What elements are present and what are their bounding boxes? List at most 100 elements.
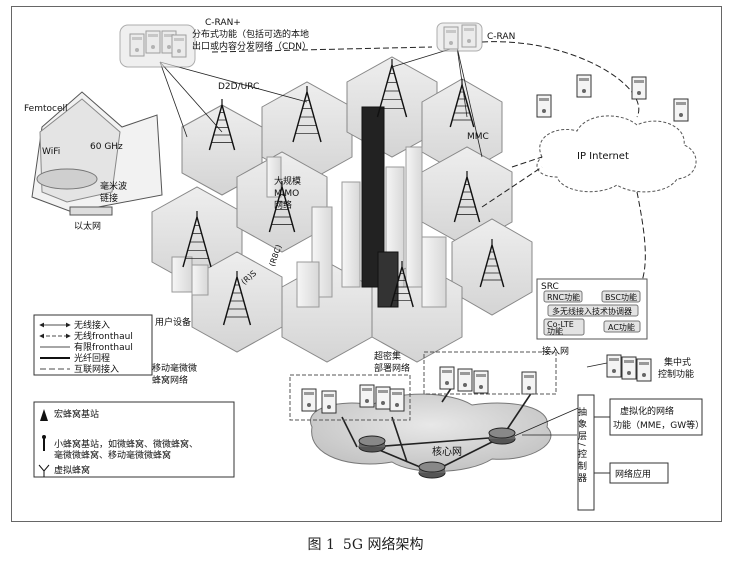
server-icon — [521, 371, 537, 395]
legend-label-fiber-backhaul: 光纤回程 — [74, 352, 110, 364]
virtual-fn-label-2: 功能（MME，GW等） — [613, 419, 704, 431]
server-icon — [301, 388, 317, 412]
d2d-label: D2D/URC — [218, 82, 259, 92]
diagram-canvas: IP Internet 核心网 C-RAN+ 分布式功能 — [24, 18, 704, 511]
wifi-label: WiFi — [42, 147, 60, 157]
building — [421, 236, 447, 308]
user-equipment-label: 用户设备 — [155, 316, 191, 328]
server-icon — [536, 94, 552, 118]
macro-towers — [182, 59, 505, 326]
figure-number: 图 1 — [307, 537, 335, 553]
building — [296, 261, 320, 308]
legend-icon-label-small: 毫微微蜂窝、移动毫微微蜂窝 — [54, 449, 171, 461]
central-ctrl-label-2: 控制功能 — [658, 368, 694, 380]
server-icon — [576, 74, 592, 98]
dense-deployment-boxes — [289, 351, 557, 421]
router-icon — [418, 461, 446, 479]
cran-plus-line2: 分布式功能（包括可选的本地 — [192, 28, 309, 40]
small-cell-icon — [42, 435, 46, 451]
mimo-label-3: 网络 — [274, 199, 292, 211]
server-icon — [606, 354, 622, 378]
mobile-femto-label-2: 蜂窝网络 — [152, 374, 188, 386]
bsc-label: BSC功能 — [605, 292, 637, 302]
coordinator-label: 多无线接入技术协调器 — [552, 306, 632, 316]
cran-plus-box — [119, 24, 196, 68]
virtual-cell-icon — [38, 464, 50, 477]
net-app-label: 网络应用 — [615, 468, 651, 480]
dense-label-1: 超密集 — [374, 350, 401, 362]
mobile-femto-label-1: 移动毫微微 — [152, 362, 197, 374]
macro-tower-icon — [222, 271, 252, 326]
building — [266, 156, 282, 198]
macro-tower-icon — [268, 181, 296, 233]
coltf-label-1: Co-LTE — [547, 320, 574, 329]
cran-label: C-RAN — [487, 32, 515, 42]
server-icon — [375, 386, 391, 410]
legend-label-internet-access: 互联网接入 — [74, 363, 119, 375]
abstraction-label: 抽象层/控制器 — [576, 406, 587, 485]
macro-tower-icon — [479, 239, 505, 288]
macro-tower-icon — [453, 171, 481, 223]
building — [171, 256, 193, 293]
cran-box — [436, 22, 483, 52]
macro-tower-icon — [376, 59, 408, 118]
building — [191, 264, 209, 296]
building — [341, 181, 361, 288]
femtocell-house — [31, 91, 163, 216]
server-icon — [636, 358, 652, 382]
coltf-label-2: 功能 — [547, 326, 563, 336]
legend-icon-label-macro: 宏蜂窝基站 — [54, 408, 99, 420]
server-icon — [389, 388, 405, 412]
city-buildings — [171, 106, 447, 308]
legend-label-wireless-access: 无线接入 — [74, 319, 110, 331]
figure-title: 5G 网络架构 — [342, 537, 424, 553]
abstraction-layer: 抽象层/控制器 虚拟化的网络 功能（MME，GW等） 网络应用 — [576, 394, 704, 511]
ghz60-label: 60 GHz — [90, 142, 123, 152]
central-ctrl-label-1: 集中式 — [664, 356, 691, 368]
cran-plus-title: C-RAN+ — [205, 18, 241, 28]
core-net-label: 核心网 — [432, 445, 462, 458]
routers — [358, 427, 516, 479]
server-icon — [631, 76, 647, 100]
server-icon — [359, 384, 375, 408]
macro-tower-icon — [208, 99, 236, 151]
ip-internet-cloud: IP Internet — [536, 115, 697, 193]
server-icon — [621, 356, 637, 380]
server-icon — [321, 390, 337, 414]
src-title: SRC — [541, 282, 559, 292]
rnc-label: RNC功能 — [547, 292, 580, 302]
ac-label: AC功能 — [608, 322, 635, 332]
dense-label-2: 部署网络 — [374, 362, 410, 374]
cran-plus-line3: 出口或内容分发网络（CDN） — [192, 40, 311, 52]
mimo-label-1: 大规模 — [274, 175, 301, 187]
ip-internet-label: IP Internet — [577, 151, 629, 162]
mmwave-label-1: 毫米波 — [100, 180, 127, 192]
mimo-label-2: MIMO — [274, 189, 299, 199]
server-boxes — [119, 22, 483, 68]
building — [405, 146, 423, 288]
legend-icon-label-small: 小蜂窝基站，如微蜂窝、微微蜂窝、 — [54, 438, 198, 450]
macro-tower-icon — [182, 211, 212, 268]
legend-label-wired-fronthaul: 有限fronthaul — [74, 341, 133, 353]
figure-caption: 图 1 5G 网络架构 — [0, 534, 731, 554]
ethernet-label: 以太网 — [74, 220, 101, 232]
macro-tower-icon — [390, 261, 414, 308]
legend-label-wireless-fronthaul: 无线fronthaul — [74, 330, 133, 342]
building — [361, 106, 385, 288]
src-panel: SRC RNC功能 BSC功能 多无线接入技术协调器 Co-LTE 功能 AC功… — [536, 278, 648, 357]
virtual-fn-label-1: 虚拟化的网络 — [620, 405, 674, 417]
server-icon — [457, 368, 473, 392]
router-icon — [358, 435, 386, 453]
legend-icon-label-virtual: 虚拟蜂窝 — [54, 464, 90, 476]
building — [377, 251, 399, 308]
network-architecture-diagram: IP Internet 核心网 C-RAN+ 分布式功能 — [11, 6, 722, 522]
r8c-label: (R8C) — [267, 243, 283, 267]
mmc-label: MMC — [467, 132, 489, 142]
macro-tower-icon — [40, 409, 48, 421]
server-icon — [473, 370, 489, 394]
macro-tower-icon — [292, 86, 322, 143]
femtocell-label: Femtocell — [24, 104, 68, 114]
server-icon — [439, 366, 455, 390]
